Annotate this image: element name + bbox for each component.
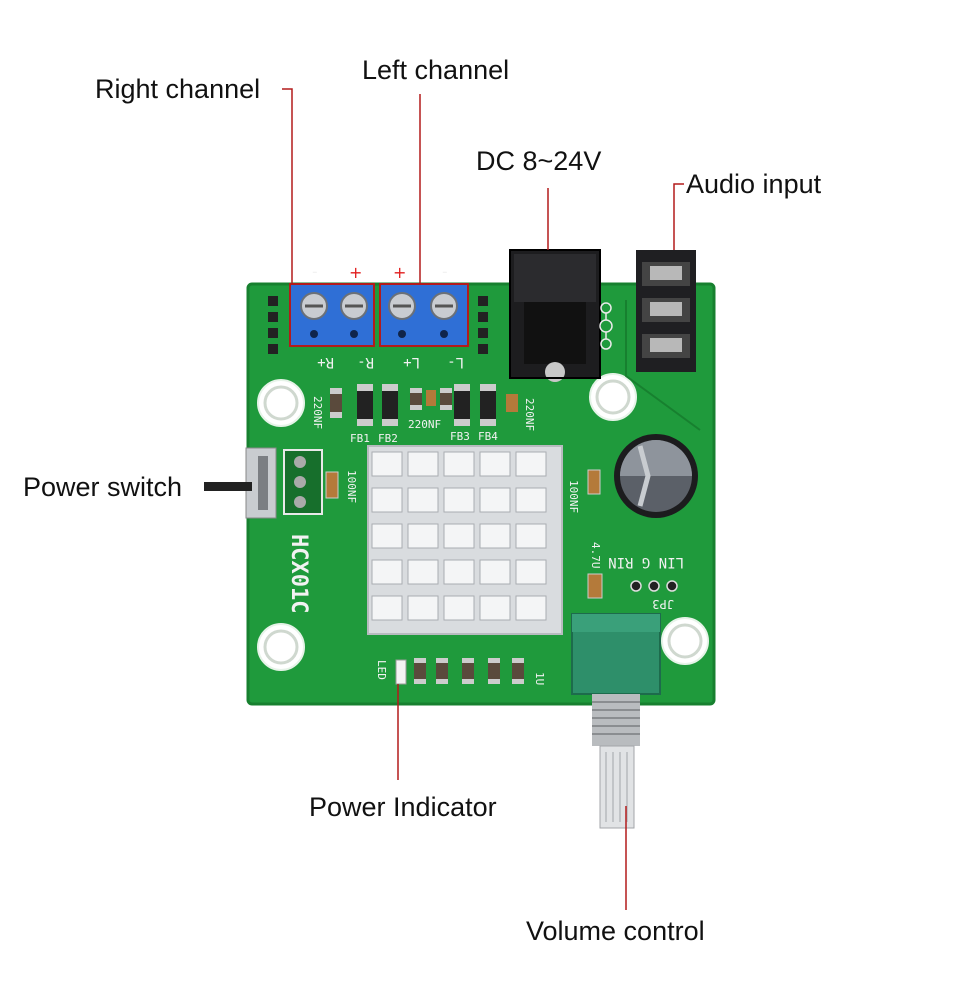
mounting-hole-top-right xyxy=(589,373,637,421)
silk-220nf-left: 220NF xyxy=(311,396,324,429)
label-left-channel: Left channel xyxy=(362,55,510,85)
smd-cap-47 xyxy=(587,573,603,599)
header-pins-right xyxy=(478,296,488,354)
silk-board-name: HCX01C xyxy=(286,534,311,613)
silk-l-plus: L+ xyxy=(403,354,420,370)
callout-line-right-channel xyxy=(282,88,293,284)
terminal-right-channel xyxy=(289,283,375,347)
silk-220nf-mid: 220NF xyxy=(408,418,441,431)
silk-220nf-right: 220NF xyxy=(523,398,536,431)
silk-led: LED xyxy=(375,660,388,680)
label-dc-voltage: DC 8~24V xyxy=(476,146,602,176)
dc-jack xyxy=(509,249,601,382)
silk-minus-r: - xyxy=(310,262,320,281)
heatsink xyxy=(367,445,563,635)
label-volume-control: Volume control xyxy=(526,916,705,946)
silk-fb3: FB3 xyxy=(450,430,470,443)
label-power-switch: Power switch xyxy=(23,472,183,502)
silk-lin-g-rin: LIN G RIN xyxy=(608,554,684,570)
silk-r-minus: R- xyxy=(357,354,374,370)
silk-plus-r: + xyxy=(349,263,362,282)
smd-components-top xyxy=(330,384,518,426)
silk-100nf-right: 100NF xyxy=(567,480,580,513)
jp3-pads xyxy=(630,580,678,592)
silk-100nf-left: 100NF xyxy=(345,470,358,503)
silk-fb2: FB2 xyxy=(378,432,398,445)
callout-line-audio-input xyxy=(673,183,684,250)
header-pins-left xyxy=(268,296,278,354)
terminal-left-channel xyxy=(379,283,469,347)
smd-cap-right xyxy=(587,469,601,495)
volume-potentiometer xyxy=(571,613,661,829)
label-power-indicator: Power Indicator xyxy=(309,792,497,822)
mounting-hole-top-left xyxy=(257,379,305,427)
label-audio-input: Audio input xyxy=(686,169,822,199)
audio-jack xyxy=(625,250,701,431)
electrolytic-capacitor xyxy=(614,434,698,518)
silk-minus-l: - xyxy=(440,262,450,281)
callout-lines xyxy=(282,88,684,910)
silk-fb1: FB1 xyxy=(350,432,370,445)
smd-components-bottom xyxy=(395,658,524,685)
silk-jp3: JP3 xyxy=(652,597,674,611)
mounting-hole-bottom-left xyxy=(257,623,305,671)
mounting-hole-bottom-right xyxy=(661,617,709,665)
silk-fb4: FB4 xyxy=(478,430,498,443)
power-switch xyxy=(204,447,339,519)
silk-plus-l: + xyxy=(393,263,406,282)
label-right-channel: Right channel xyxy=(95,74,261,104)
silk-1u: 1U xyxy=(533,672,546,685)
silk-r-plus: R+ xyxy=(317,354,334,370)
silk-4-7u: 4.7U xyxy=(589,542,602,569)
dc-polarity-icon xyxy=(599,302,613,350)
silk-l-minus: L- xyxy=(447,354,464,370)
